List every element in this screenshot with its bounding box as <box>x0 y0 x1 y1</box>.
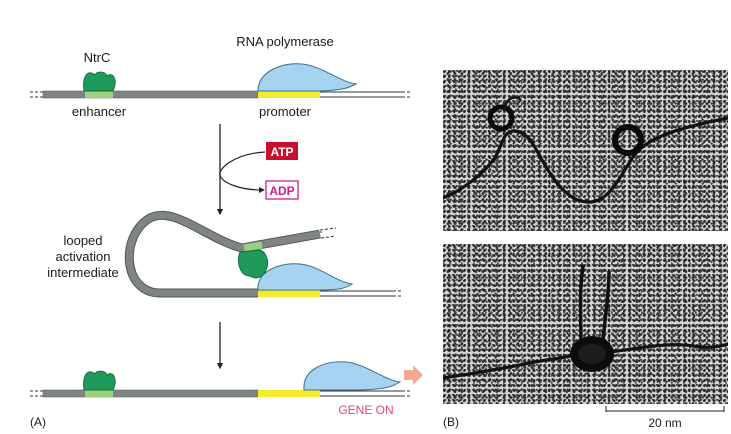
ntrc-protein-bottom <box>83 370 116 391</box>
gene-on-label: GENE ON <box>338 403 393 417</box>
atp-adp-curve <box>219 151 266 193</box>
panel-b-label: (B) <box>443 415 459 429</box>
atp-label: ATP <box>270 145 293 159</box>
looped-label-line2: activation <box>56 249 111 264</box>
looped-enhancer <box>243 241 263 252</box>
enhancer-label: enhancer <box>72 104 127 119</box>
panel-a-label: (A) <box>30 415 46 429</box>
micrograph-bottom <box>443 244 728 404</box>
ntrc-protein-looped <box>237 249 269 279</box>
scale-bar-label: 20 nm <box>648 416 681 430</box>
rna-polymerase-top <box>257 63 358 92</box>
atp-box <box>266 142 298 160</box>
looped-label-line3: intermediate <box>47 265 119 280</box>
looped-label-line1: looped <box>63 233 102 248</box>
rna-polymerase-looped <box>257 263 354 291</box>
transcription-arrow <box>404 365 423 385</box>
top-dna-strand <box>30 90 412 99</box>
adp-label: ADP <box>269 184 294 198</box>
adp-box <box>265 180 299 200</box>
rna-polymerase-label: RNA polymerase <box>236 34 334 49</box>
ntrc-label: NtrC <box>84 50 111 65</box>
promoter-label: promoter <box>259 104 312 119</box>
micrograph-top <box>443 70 728 231</box>
looped-promoter <box>258 290 320 297</box>
scale-bar <box>605 406 725 412</box>
ntrc-protein-top <box>83 71 116 92</box>
bottom-dna-strand <box>30 389 412 398</box>
rna-polymerase-bottom <box>303 361 402 391</box>
